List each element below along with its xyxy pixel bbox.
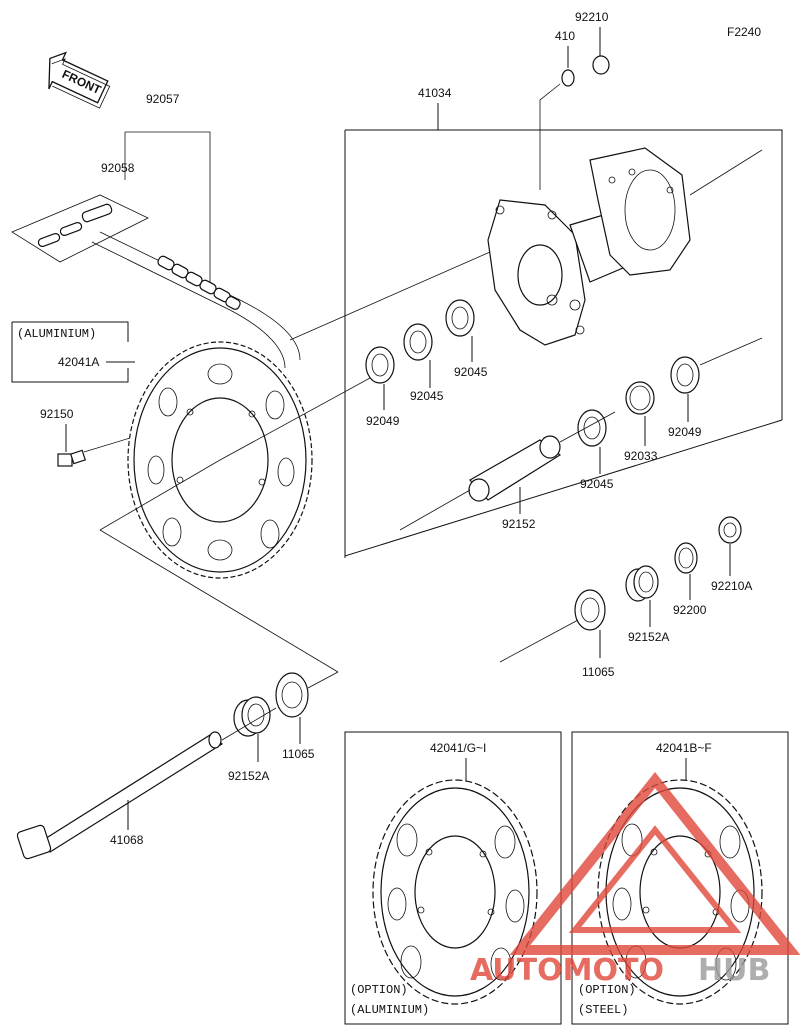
- callout-92152a-right: 92152A: [628, 630, 669, 644]
- watermark-logo: AUTOMOTO HUB: [470, 771, 800, 988]
- chain-group: [11, 131, 301, 369]
- callout-92200: 92200: [673, 603, 707, 617]
- collar-92152a-right: [625, 565, 659, 602]
- front-arrow-icon: FRONT: [48, 51, 111, 109]
- box-aluminium-label: (ALUMINIUM): [17, 327, 96, 341]
- callout-42041a: 42041A: [58, 355, 99, 369]
- callout-92049-right: 92049: [668, 425, 702, 439]
- washer-92200: [674, 542, 698, 574]
- option-aluminium-line1: (OPTION): [350, 983, 408, 997]
- callout-92152a-left: 92152A: [228, 769, 269, 783]
- callout-410: 410: [555, 29, 575, 43]
- callout-92150: 92150: [40, 407, 74, 421]
- callout-92045-b: 92045: [454, 365, 488, 379]
- wheel-hub: [487, 147, 691, 346]
- bearing-92045-b: [445, 299, 475, 337]
- seal-92049-right: [670, 356, 700, 394]
- nut-92210a: [718, 516, 742, 544]
- watermark-text-2: HUB: [698, 953, 770, 988]
- option-steel-line1: (OPTION): [578, 983, 636, 997]
- option-steel-line2: (STEEL): [578, 1003, 628, 1017]
- callout-92049-left: 92049: [366, 414, 400, 428]
- aluminium-label-box: (ALUMINIUM) 42041A: [11, 321, 135, 383]
- callout-41068: 41068: [110, 833, 144, 847]
- bolt-92150: [57, 437, 131, 467]
- option-aluminium-line2: (ALUMINIUM): [350, 1003, 429, 1017]
- callout-11065-left: 11065: [282, 747, 315, 761]
- axle-41068: [16, 731, 224, 860]
- option-steel-part: 42041B~F: [656, 741, 712, 755]
- callout-92045-c: 92045: [580, 477, 614, 491]
- chain-links: [157, 255, 241, 310]
- seal-11065-left: [275, 672, 309, 718]
- option-aluminium-part: 42041/G~I: [430, 741, 486, 755]
- option-sprocket-aluminium: [372, 779, 538, 1005]
- spacer-tube-92152: [468, 435, 562, 502]
- option-panel-aluminium: 42041/G~I (OPTION) (ALUMINIUM): [344, 731, 562, 1025]
- callout-41034: 41034: [418, 86, 452, 100]
- nut-92210: [592, 55, 610, 75]
- callout-92057: 92057: [146, 92, 180, 106]
- figure-code: F2240: [727, 25, 761, 39]
- bearing-92045-a: [403, 323, 433, 361]
- callout-92152: 92152: [502, 517, 536, 531]
- seal-11065-right: [574, 589, 606, 631]
- seal-92049-left: [365, 346, 395, 384]
- callout-11065-right: 11065: [582, 665, 615, 679]
- callout-92210a: 92210A: [711, 579, 752, 593]
- circlip-92033: [625, 381, 655, 415]
- washer-410: [561, 69, 575, 87]
- bearing-92045-c: [577, 409, 607, 447]
- callout-92058: 92058: [101, 161, 135, 175]
- watermark-text-1: AUTOMOTO: [470, 953, 664, 988]
- callout-92210: 92210: [575, 10, 609, 24]
- callout-92045-a: 92045: [410, 389, 444, 403]
- callout-92033: 92033: [624, 449, 658, 463]
